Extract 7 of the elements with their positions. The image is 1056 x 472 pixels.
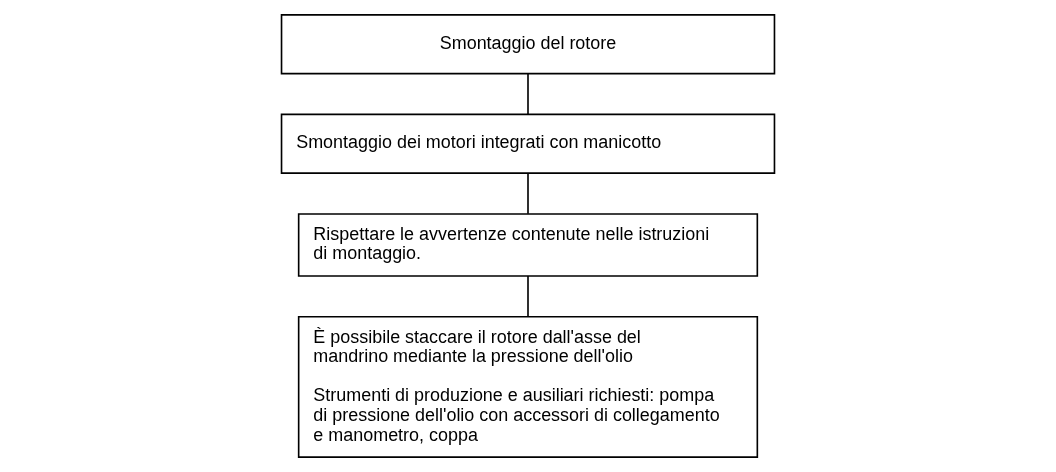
connector bbox=[527, 172, 529, 215]
connector bbox=[527, 72, 529, 115]
node-box: Smontaggio dei motori integrati con manicotto bbox=[280, 113, 776, 174]
node-box: Rispettare le avvertenze contenute nelle istruzioni di montaggio. bbox=[297, 213, 759, 277]
node-box: Smontaggio del rotore bbox=[280, 14, 776, 75]
node-box: È possibile staccare il rotore dall'asse del mandrino mediante la pressione dell'olio Strumenti di produzione e ausiliari richiesti: pompa di pressione dell'olio con accessori di collegamento e manometro, coppa bbox=[297, 316, 759, 458]
connector bbox=[527, 275, 529, 318]
